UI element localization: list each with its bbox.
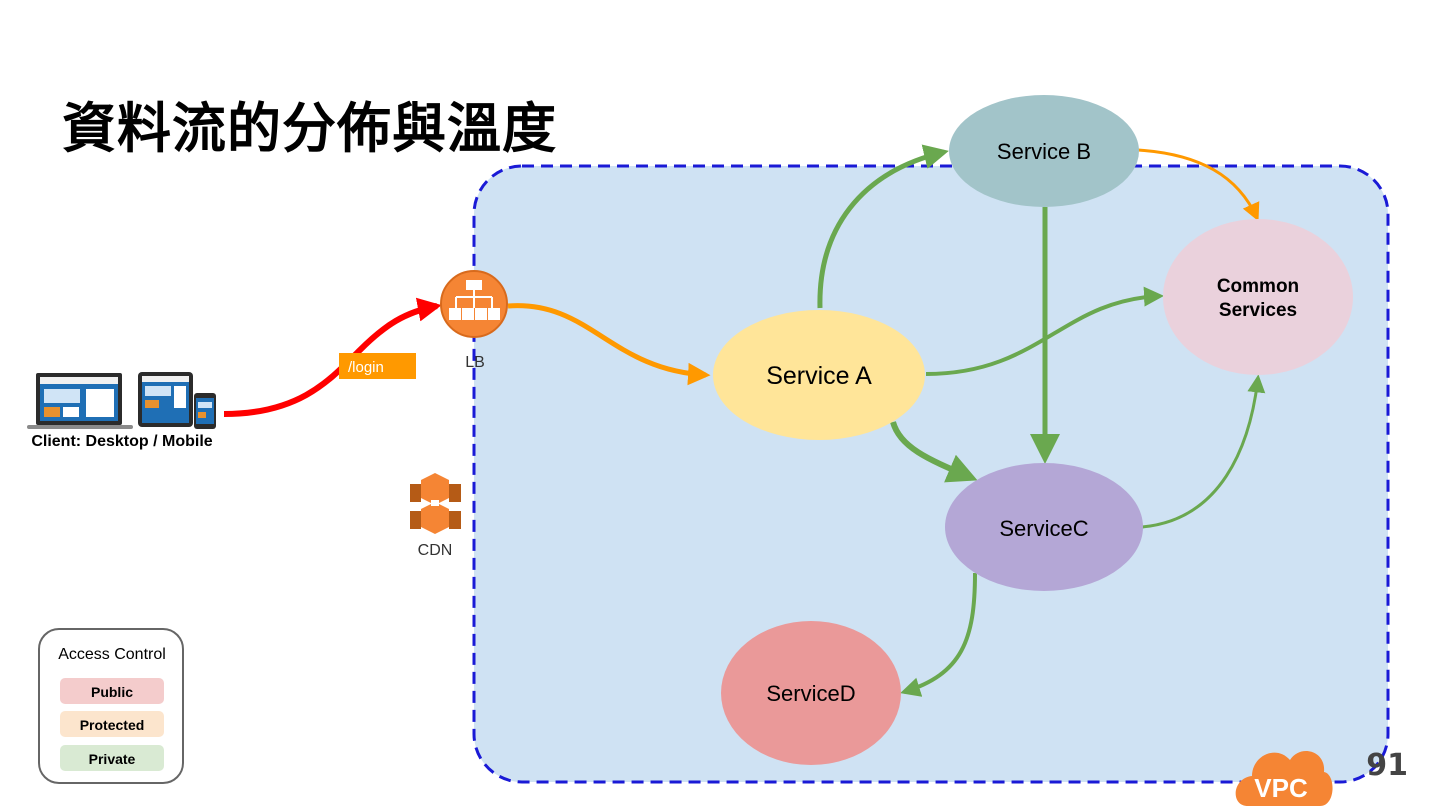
legend-item-protected: Protected	[80, 717, 145, 733]
legend-item-public: Public	[91, 684, 133, 700]
laptop-icon	[27, 373, 133, 429]
lb-label: LB	[465, 354, 485, 371]
flow-service-a-to-common	[925, 286, 1164, 376]
legend-item-private: Private	[89, 751, 136, 767]
flow-service-c-to-service-d	[900, 572, 977, 697]
access-control-legend: Access Control Public Protected Private	[38, 628, 184, 784]
route-tag-label: /login	[348, 359, 384, 376]
flow-service-c-to-common	[1141, 374, 1266, 529]
service-c-node[interactable]: ServiceC	[945, 463, 1143, 591]
cdn-label: CDN	[418, 542, 453, 559]
legend-title: Access Control	[58, 646, 166, 663]
legend-swatch-protected	[60, 711, 164, 737]
service-d-node[interactable]: ServiceD	[721, 621, 901, 765]
load-balancer[interactable]: LB	[440, 270, 508, 371]
common-services-node[interactable]: Common Services	[1163, 219, 1353, 375]
vpc-label: VPC	[1254, 773, 1308, 803]
page-number: 91	[1366, 748, 1408, 783]
flow-service-a-to-service-c	[890, 421, 978, 483]
client-label: Client: Desktop / Mobile	[31, 433, 212, 450]
phone-icon	[194, 393, 216, 429]
service-a-label: Service A	[766, 362, 872, 390]
service-b-node[interactable]: Service B	[949, 95, 1139, 207]
common-services-label-line1: Common	[1217, 276, 1299, 297]
flow-lb-to-service-a	[507, 303, 711, 386]
cdn[interactable]: CDN	[410, 473, 461, 559]
common-services-label-line2: Services	[1219, 300, 1297, 321]
flow-service-b-to-common	[1137, 148, 1260, 222]
slide-title: 資料流的分佈與溫度	[62, 97, 557, 160]
service-d-label: ServiceD	[766, 681, 855, 706]
vpc-badge: VPC	[1235, 750, 1333, 806]
tablet-icon	[138, 372, 193, 427]
vpc-cloud-icon	[1235, 750, 1333, 806]
flow-service-a-to-service-b	[817, 144, 949, 309]
cdn-icon	[410, 473, 461, 534]
service-a-node[interactable]: Service A	[713, 310, 925, 440]
service-c-label: ServiceC	[999, 516, 1088, 541]
service-b-label: Service B	[997, 139, 1091, 164]
legend-swatch-public	[60, 678, 164, 704]
client-devices: Client: Desktop / Mobile	[27, 372, 216, 450]
legend-swatch-private	[60, 745, 164, 771]
route-tag: /login	[339, 353, 416, 379]
